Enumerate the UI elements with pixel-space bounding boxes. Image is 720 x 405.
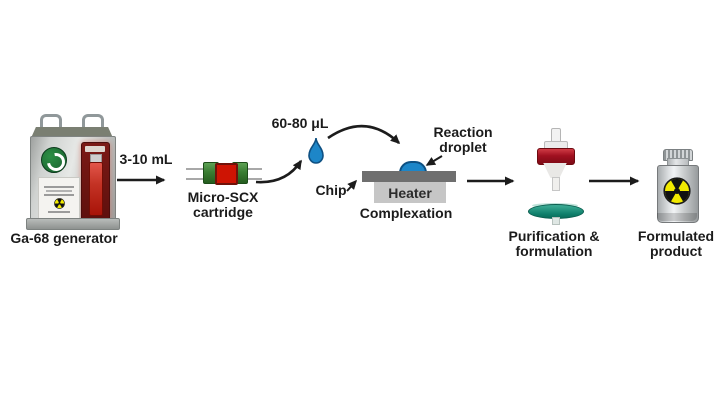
reaction-label-line2: droplet bbox=[439, 139, 487, 155]
logo-arc bbox=[43, 149, 69, 175]
product-caption: Formulated product bbox=[638, 229, 714, 259]
tube-left bbox=[186, 168, 206, 180]
purification-caption-line2: formulation bbox=[515, 243, 593, 259]
filter-red-band bbox=[537, 148, 575, 165]
droplet-volume-label: 60-80 μL bbox=[271, 115, 329, 131]
handle-icon bbox=[82, 114, 104, 135]
complexation-caption: Complexation bbox=[359, 205, 453, 221]
purification-caption: Purification & formulation bbox=[508, 229, 599, 259]
pointer-line-reaction-droplet bbox=[425, 155, 443, 166]
purification-caption-line1: Purification & bbox=[508, 228, 600, 244]
heater-block: Heater bbox=[374, 182, 446, 203]
product-vial bbox=[656, 147, 699, 225]
ga68-generator bbox=[26, 112, 120, 232]
label-text-line bbox=[48, 210, 70, 213]
generator-front-face bbox=[30, 136, 116, 224]
droplet-icon bbox=[308, 137, 324, 164]
cartridge-body bbox=[215, 163, 238, 185]
tube-right bbox=[244, 168, 262, 180]
reaction-droplet-icon bbox=[399, 161, 427, 174]
generator-info-label bbox=[38, 177, 80, 221]
generator-column bbox=[89, 162, 103, 216]
product-caption-line2: product bbox=[649, 243, 703, 259]
filter-cone bbox=[543, 163, 567, 178]
radiation-icon bbox=[663, 177, 691, 205]
generator-top-face bbox=[31, 127, 113, 138]
flow-curve-droplet-to-chip bbox=[327, 124, 401, 145]
cartridge-caption-line1: Micro-SCX bbox=[187, 189, 259, 205]
vial-base-shade bbox=[657, 213, 697, 221]
transfer-volume-label: 3-10 mL bbox=[119, 151, 173, 167]
reaction-label-line1: Reaction bbox=[433, 124, 493, 140]
handle-icon bbox=[40, 114, 62, 135]
product-caption-line1: Formulated bbox=[637, 228, 715, 244]
micro-scx-cartridge bbox=[186, 161, 262, 185]
filter-stem bbox=[552, 177, 560, 191]
label-text-line bbox=[44, 193, 74, 196]
chip-bar bbox=[362, 171, 456, 182]
flow-curve-cartridge-to-droplet bbox=[255, 159, 303, 184]
label-text-line bbox=[44, 185, 74, 188]
heater-label: Heater bbox=[388, 184, 432, 201]
radiation-icon bbox=[53, 197, 65, 209]
disc-filter-stem bbox=[552, 217, 560, 225]
generator-red-panel bbox=[81, 142, 110, 221]
pointer-line-chip bbox=[346, 179, 358, 192]
cartridge-caption-line2: cartridge bbox=[193, 204, 253, 220]
generator-base bbox=[26, 218, 120, 230]
purification-assembly bbox=[527, 128, 584, 228]
label-text-line bbox=[46, 189, 72, 192]
reaction-droplet-label: Reaction droplet bbox=[433, 125, 492, 155]
chip-label: Chip bbox=[315, 182, 347, 198]
generator-caption: Ga-68 generator bbox=[10, 230, 118, 246]
panel-label bbox=[85, 146, 105, 152]
cartridge-caption: Micro-SCX cartridge bbox=[188, 190, 259, 220]
generator-logo-icon bbox=[41, 147, 69, 175]
